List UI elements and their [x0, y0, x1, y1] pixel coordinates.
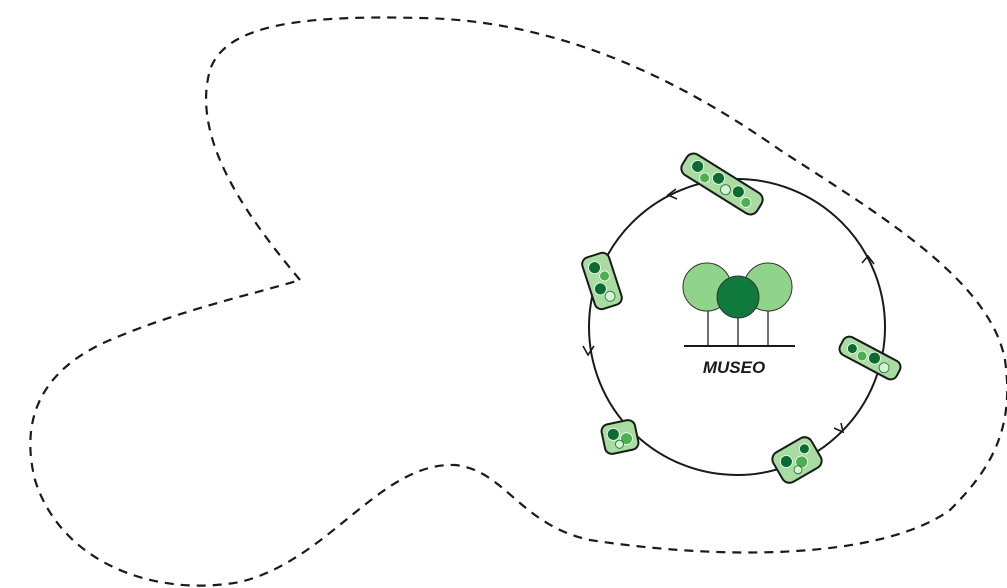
- museum-trees-icon: [682, 262, 795, 347]
- satellite-patch-top: [680, 152, 764, 216]
- satellite-patch-bottom-left: [600, 419, 640, 455]
- museo-label: MUSEO: [703, 358, 765, 377]
- satellite-patch-left: [581, 251, 623, 311]
- route-arrow-left: [582, 345, 595, 357]
- satellite-patch-bottom-right: [771, 436, 823, 484]
- route-arrow-top: [666, 188, 678, 200]
- route-arrow-right: [861, 254, 875, 265]
- route-arrow-bottom-right: [833, 422, 845, 434]
- satellite-patch-right: [838, 335, 902, 381]
- territory-boundary: [29, 16, 1007, 587]
